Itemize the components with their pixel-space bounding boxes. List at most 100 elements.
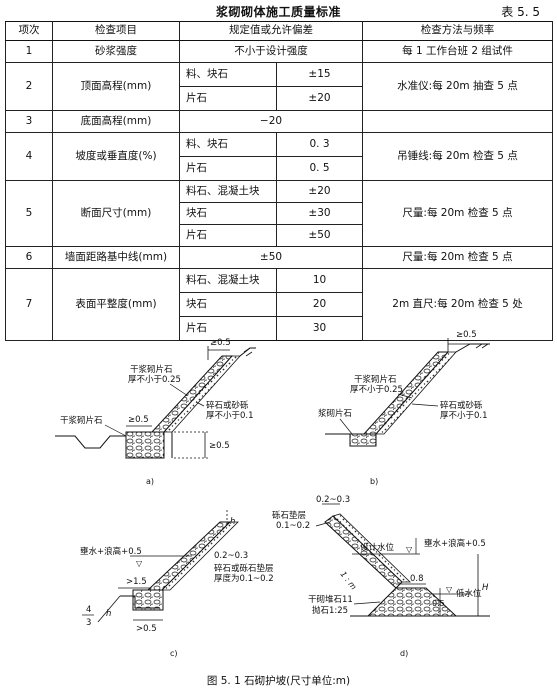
table-row: 4 坡度或垂直度(%) 料、块石 0. 3 吊锤线:每 20m 检查 5 点 [5,132,553,181]
c-thickness: 0.2~0.3 [214,551,248,561]
b-callout-3: 浆砌片石 [318,408,352,419]
d-stone-a: 干砌堆石11 [308,594,353,605]
cell-sub-value: ±50 [276,224,363,247]
table-row: 5 断面尺寸(mm) 料石、混凝土块 ±20 尺量:每 20m 检查 5 点 [5,180,553,247]
table-row: 1 砂浆强度 不小于设计强度 每 1 工作台班 2 组试件 [5,40,553,63]
a-dim-depth: ≥0.5 [209,441,230,451]
c-slope-den: 3 [86,618,91,628]
cell-method: 尺量:每 20m 检查 5 点 [362,180,553,247]
b-callout-1a: 干浆砌片石 [354,374,397,385]
d-dim-05: 0.5 [432,599,445,608]
gravel-layer [161,521,239,591]
d-slope: 1 : m [338,570,358,592]
toe-stone-block [132,589,164,611]
table-row: 2 顶面高程(mm) 料、块石 ±15 水准仪:每 20m 抽查 5 点 [5,62,553,111]
cell-method: 水准仪:每 20m 抽查 5 点 [362,62,553,111]
cell-no: 6 [5,246,53,269]
table-header-row: 项次 检查项目 规定值或允许偏差 检查方法与频率 [5,21,553,41]
c-dim-bottom: >0.5 [136,624,157,634]
cell-spec: −20 [179,110,363,133]
figure-caption: 图 5. 1 石砌护坡(尺寸单位:m) [206,675,351,687]
cell-item: 断面尺寸(mm) [52,180,180,247]
a-callout-3: 干浆砌片石 [60,415,103,426]
cell-sub-value: ±20 [276,86,363,111]
header-spec: 规定值或允许偏差 [179,21,363,41]
d-water-icon: ▽ [406,545,413,554]
d-low-water-icon: ▽ [446,585,453,594]
header-method: 检查方法与频率 [362,21,553,41]
cell-sub-value: ±30 [276,202,363,225]
diagram-d: 0.2~0.3 砾石垫层 0.1~0.2 设计水位 ▽ 壅水+浪高+0.5 1 … [272,495,490,658]
cell-no: 4 [5,132,53,181]
c-water-icon: ▽ [136,559,143,568]
b-callout-2b: 厚不小于0.1 [440,410,488,421]
cell-no: 5 [5,180,53,247]
d-gravel-b: 0.1~0.2 [276,521,310,531]
c-dim-toe: >1.5 [126,577,147,587]
d-gravel-a: 砾石垫层 [272,510,306,521]
cell-sub-material: 块石 [179,292,277,317]
a-label: a) [146,477,154,486]
a-callout-2a: 碎石或砂砾 [206,400,249,411]
cell-sub-value: 0. 3 [276,132,363,157]
table-row: 3 底面高程(mm) −20 [5,110,553,133]
c-water-label: 壅水+浪高+0.5 [80,546,142,557]
toe-stone-block [125,431,165,459]
c-cushion-b: 厚度为0.1~0.2 [214,573,274,584]
c-cushion-a: 碎石或砾石垫层 [214,563,274,574]
b-dim-top: ≥0.5 [456,330,477,340]
quality-standard-table: 项次 检查项目 规定值或允许偏差 检查方法与频率 1 砂浆强度 不小于设计强度 … [5,21,553,341]
b-callout-2a: 碎石或砂砾 [440,400,483,411]
cell-item: 砂浆强度 [52,40,180,63]
cell-method: 每 1 工作台班 2 组试件 [362,40,553,63]
cell-item: 顶面高程(mm) [52,62,180,111]
cell-no: 2 [5,62,53,111]
gravel-layer [332,513,411,583]
cell-sub-value: ±20 [276,180,363,203]
a-dim-top: ≥0.5 [210,338,231,348]
a-callout-1b: 厚不小于0.25 [128,374,181,385]
cell-sub-material: 料石、混凝土块 [179,180,277,203]
cell-sub-value: ±15 [276,62,363,87]
cell-sub-material: 料、块石 [179,132,277,157]
cell-method: 尺量:每 20m 检查 5 点 [362,246,553,269]
cell-item: 坡度或垂直度(%) [52,132,180,181]
cell-sub-value: 10 [276,268,363,293]
header-item: 检查项目 [52,21,180,41]
cell-item: 底面高程(mm) [52,110,180,133]
d-dim-top: 0.2~0.3 [316,495,350,505]
cell-sub-material: 料石、混凝土块 [179,268,277,293]
cell-no: 3 [5,110,53,133]
cell-sub-value: 20 [276,292,363,317]
diagram-a: ≥0.5 干浆砌片石 厚不小于0.25 碎石或砂砾 厚不小于0.1 干浆砌片石 … [55,338,256,486]
cell-spec: 不小于设计强度 [179,40,363,63]
d-water-label: 壅水+浪高+0.5 [424,538,486,549]
cell-sub-material: 块石 [179,202,277,225]
d-dim-H: H [482,583,489,593]
d-stone-b: 抛石1:25 [312,605,348,616]
diagram-c: h 壅水+浪高+0.5 ▽ 0.2~0.3 碎石或砾石垫层 厚度为0.1~0.2… [80,508,274,658]
cell-method: 吊锤线:每 20m 检查 5 点 [362,132,553,181]
a-callout-1a: 干浆砌片石 [130,364,173,375]
d-low-water: 低水位 [456,588,482,599]
cell-sub-material: 料、块石 [179,62,277,87]
header-no: 项次 [5,21,53,41]
cell-item: 墙面距路基中线(mm) [52,246,180,269]
cell-sub-material: 片石 [179,86,277,111]
cell-method: 2m 直尺:每 20m 检查 5 处 [362,268,553,341]
cell-sub-value: 0. 5 [276,156,363,181]
a-callout-2b: 厚不小于0.1 [206,410,254,421]
table-number: 表 5. 5 [501,5,540,19]
diagram-b: ≥0.5 干浆砌片石 厚不小于0.25 碎石或砂砾 厚不小于0.1 浆砌片石 b… [318,330,490,486]
toe-stone-block [349,433,377,447]
b-label: b) [370,477,378,486]
b-callout-1b: 厚不小于0.25 [350,384,403,395]
c-slope-num: 4 [86,605,91,615]
table-row: 片石 30 [6,316,553,341]
table-title: 浆砌砌体施工质量标准 [215,5,341,19]
cell-method [362,110,553,133]
cell-sub-value: 30 [276,316,363,341]
a-dim-toe: ≥0.5 [128,415,149,425]
d-label: d) [400,649,408,658]
